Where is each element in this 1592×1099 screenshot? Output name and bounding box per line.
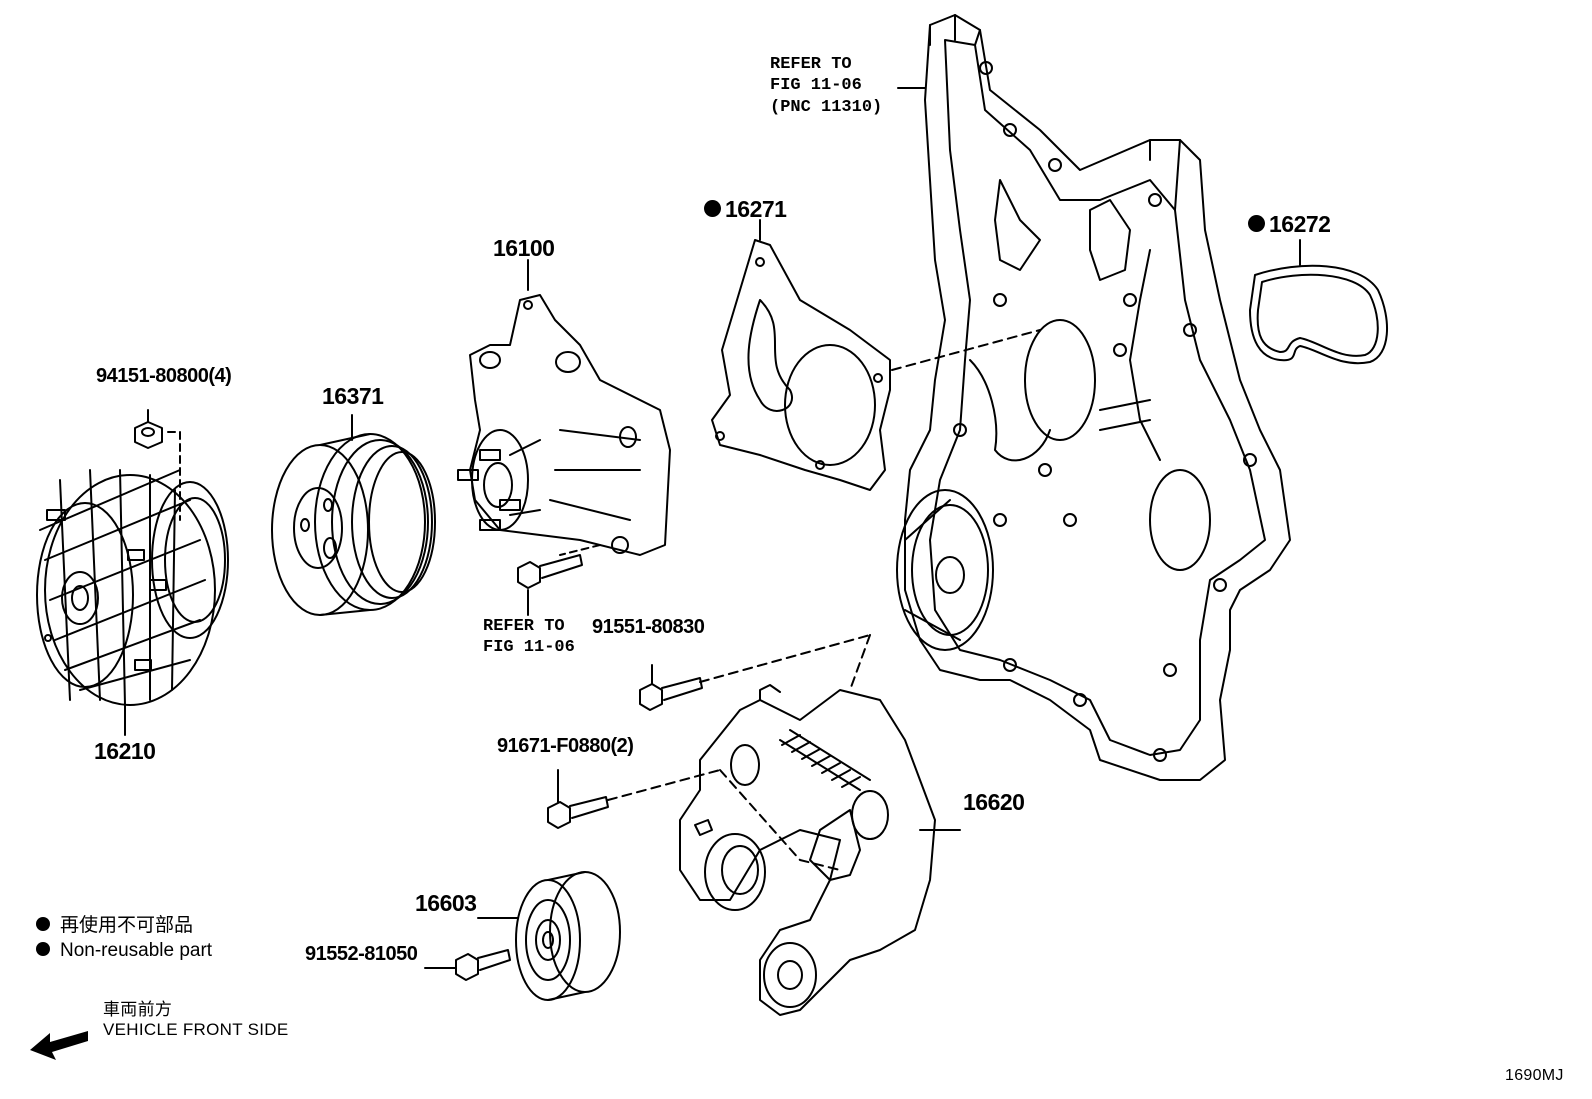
tensioner-bolt-drawing <box>639 634 871 711</box>
tensioner-drawing <box>679 684 961 1016</box>
water-pump-drawing <box>457 259 671 556</box>
timing-cover-drawing <box>896 14 1291 781</box>
front-arrow-icon <box>30 1031 88 1060</box>
legend-dot-icon <box>36 941 50 956</box>
legend-en: Non-reusable part <box>36 941 212 960</box>
pulley-drawing <box>271 414 436 616</box>
idler-pulley-drawing <box>477 871 621 1001</box>
part-number-16272: 16272 <box>1269 211 1331 237</box>
tensioner-bolt-2-drawing <box>547 769 721 829</box>
reference-mid-line2: FIG 11-06 <box>483 638 575 658</box>
direction-jp: 車両前方 <box>103 1000 173 1019</box>
part-label-91552[interactable]: 91552-81050 <box>305 943 418 965</box>
part-label-16100[interactable]: 16100 <box>493 235 555 261</box>
part-label-16272[interactable]: 16272 <box>1248 211 1331 237</box>
legend-jp: 再使用不可部品 <box>36 916 193 935</box>
nut-drawing <box>134 409 181 521</box>
part-label-94151[interactable]: 94151-80800(4) <box>96 365 232 387</box>
reference-note-top[interactable]: REFER TO FIG 11-06 (PNC 11310) <box>770 54 882 118</box>
direction-en: VEHICLE FRONT SIDE <box>103 1019 289 1039</box>
part-label-91551[interactable]: 91551-80830 <box>592 616 705 638</box>
part-label-16210[interactable]: 16210 <box>94 738 156 764</box>
legend-dot-icon <box>36 916 50 931</box>
pump-bolt-drawing <box>517 554 583 616</box>
direction-label: 車両前方 VEHICLE FRONT SIDE <box>103 1000 289 1039</box>
part-label-16620[interactable]: 16620 <box>963 789 1025 815</box>
non-reusable-dot-icon <box>1248 215 1265 233</box>
gasket-drawing <box>711 219 1041 491</box>
idler-bolt-drawing <box>424 949 511 981</box>
part-label-91671[interactable]: 91671-F0880(2) <box>497 735 634 757</box>
figure-code: 1690MJ <box>1505 1067 1564 1084</box>
reference-top-line1: REFER TO <box>770 55 852 74</box>
legend-jp-text: 再使用不可部品 <box>60 915 194 936</box>
legend-en-text: Non-reusable part <box>60 940 213 961</box>
reference-mid-line1: REFER TO <box>483 617 565 636</box>
part-label-16271[interactable]: 16271 <box>704 196 787 222</box>
reference-top-line2: FIG 11-06 <box>770 76 862 96</box>
part-number-16271: 16271 <box>725 196 787 222</box>
reference-top-line3: (PNC 11310) <box>770 97 883 117</box>
fan-clutch-drawing <box>36 469 229 706</box>
reference-note-middle[interactable]: REFER TO FIG 11-06 <box>483 616 575 659</box>
part-label-16603[interactable]: 16603 <box>415 890 477 916</box>
non-reusable-dot-icon <box>704 200 721 218</box>
seal-ring-drawing <box>1249 239 1388 365</box>
part-label-16371[interactable]: 16371 <box>322 383 384 409</box>
